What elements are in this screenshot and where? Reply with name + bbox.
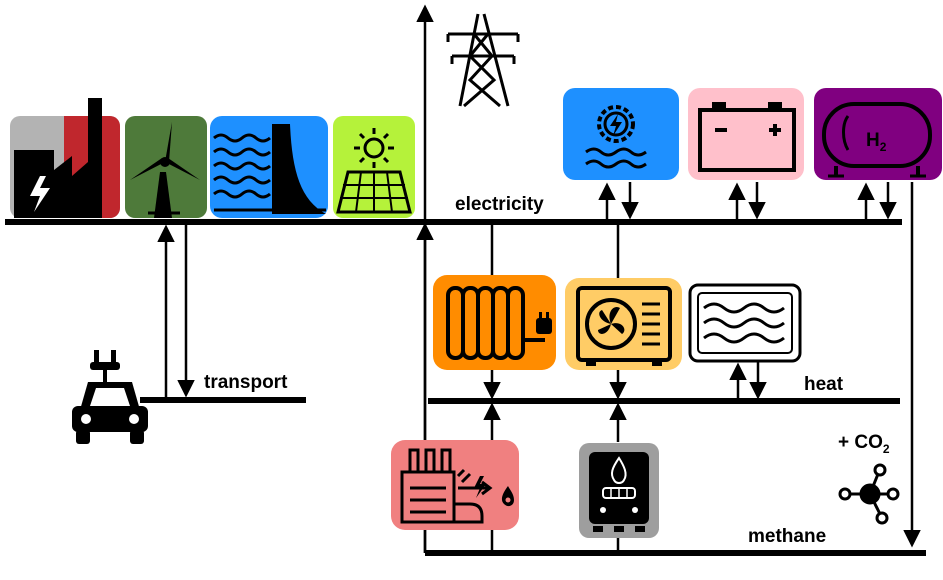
solar-panel-icon [333,116,415,218]
power-plant-icon [10,98,120,218]
svg-text:+ CO2: + CO2 [838,432,890,456]
heat-storage-icon [688,283,802,363]
gas-boiler-icon [579,443,659,538]
electricity-label: electricity [455,194,544,215]
h2-subscript: 2 [880,140,887,154]
co2-label: + CO [838,432,883,453]
co2-subscript: 2 [883,442,890,456]
methane-label: methane [748,526,826,547]
wind-turbine-icon [125,116,207,218]
transport-label: transport [204,372,288,393]
heat-pump-icon [565,278,682,370]
svg-text:H2: H2 [866,130,887,154]
hydro-turbine-icon [563,88,679,180]
electric-car-icon [72,350,148,444]
heat-label: heat [804,374,844,395]
chp-plant-icon [391,440,519,530]
battery-icon [688,88,804,180]
hydrogen-tank-icon: H2 [814,88,942,180]
co2-molecule-icon [838,463,900,525]
h2-label: H [866,130,880,151]
electric-heater-icon [433,275,556,370]
hydro-dam-icon [210,116,328,218]
transmission-tower-icon [446,13,520,108]
